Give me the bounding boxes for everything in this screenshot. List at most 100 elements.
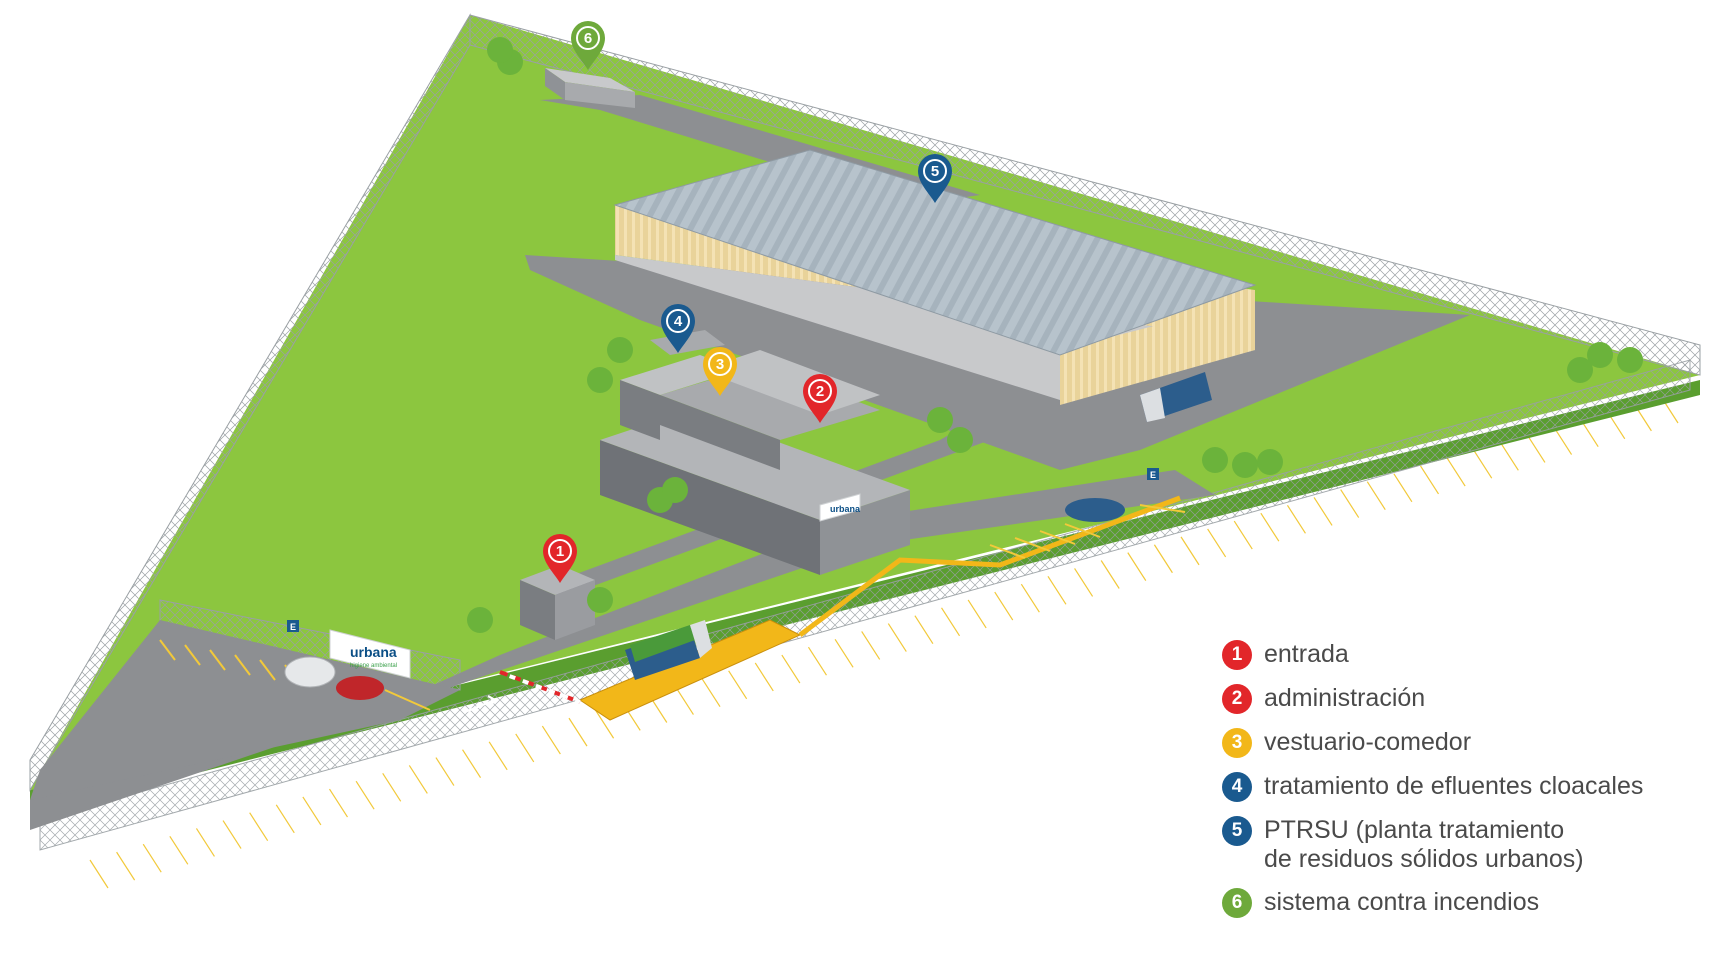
legend-number-badge: 1 — [1222, 640, 1252, 670]
hatch-line — [941, 607, 961, 637]
marker-pin-shape — [543, 534, 577, 583]
hatch-line — [142, 843, 162, 873]
hatch-line — [1340, 489, 1360, 518]
tree — [1257, 449, 1283, 475]
tree — [1617, 347, 1643, 373]
truck-weighbridge — [625, 620, 712, 680]
hatch-line — [1074, 568, 1094, 597]
tree — [607, 337, 633, 363]
yellow-guide-line — [798, 495, 1181, 637]
car-red — [336, 676, 384, 700]
fence-west — [29, 13, 471, 792]
hatch-line — [408, 765, 428, 794]
urbana-sign-small: urbana — [819, 493, 861, 522]
legend-label-line2: de residuos sólidos urbanos) — [1264, 845, 1584, 873]
hatch-line — [914, 615, 934, 645]
hatch-line — [1446, 457, 1466, 487]
hatch-line — [328, 788, 348, 818]
hatch-line — [1127, 552, 1147, 581]
tree — [947, 427, 973, 453]
parking-stripes-east — [989, 504, 1186, 559]
hatch-line — [1020, 583, 1040, 613]
map-marker-6: 6 — [571, 21, 605, 70]
van-white — [284, 656, 336, 688]
legend-item-6: 6 sistema contra incendios — [1222, 888, 1702, 918]
marker-pin-ring — [808, 379, 832, 403]
water-tank — [545, 68, 635, 108]
hatch-line — [967, 599, 987, 629]
map-marker-2: 2 — [803, 374, 837, 423]
perimeter-hatch — [89, 394, 1679, 889]
hatch-line — [382, 772, 402, 802]
road-arrows — [59, 695, 537, 870]
hatch-line — [195, 828, 215, 857]
hatch-line — [1313, 497, 1333, 526]
hatch-line — [249, 812, 269, 842]
legend-label: sistema contra incendios — [1264, 888, 1539, 917]
legend-number-badge: 5 — [1222, 816, 1252, 846]
svg-text:E: E — [290, 622, 296, 632]
tree — [1567, 357, 1593, 383]
legend-number-badge: 6 — [1222, 888, 1252, 918]
map-marker-3: 3 — [703, 347, 737, 396]
marker-pin-shape — [918, 154, 952, 203]
tree — [1202, 447, 1228, 473]
tree — [1232, 452, 1258, 478]
effluent-tank — [650, 330, 725, 355]
marker-number: 1 — [556, 543, 564, 560]
hatch-line — [1366, 481, 1386, 511]
parking-sign-east: E — [1147, 468, 1159, 480]
legend-label-line1: PTRSU (planta tratamiento — [1264, 816, 1565, 844]
legend-label-line1: administración — [1264, 684, 1426, 712]
warehouse-roof — [613, 149, 1257, 356]
hatch-line — [355, 780, 375, 810]
svg-text:E: E — [1150, 470, 1156, 480]
marker-pin-shape — [803, 374, 837, 423]
legend-item-1: 1 entrada — [1222, 640, 1702, 670]
marker-number: 5 — [931, 163, 939, 180]
legend-label: administración — [1264, 684, 1425, 713]
hatch-line — [515, 733, 535, 763]
marker-pin-ring — [576, 26, 600, 50]
hatch-line — [222, 820, 242, 849]
tree — [587, 587, 613, 613]
tree — [467, 607, 493, 633]
marker-pin-shape — [703, 347, 737, 396]
hatch-line — [568, 717, 588, 747]
map-marker-4: 4 — [661, 304, 695, 353]
tree — [487, 37, 513, 63]
map-marker-5: 5 — [918, 154, 952, 203]
legend-label: vestuario-comedor — [1264, 728, 1471, 757]
hatch-line — [781, 654, 801, 684]
marker-number: 4 — [674, 313, 683, 330]
hatch-line — [861, 631, 881, 660]
tree — [1587, 342, 1613, 368]
hatch-line — [1553, 426, 1573, 455]
hatch-line — [488, 741, 508, 771]
hatch-line — [302, 796, 322, 826]
hatch-line — [1499, 441, 1519, 471]
hatch-line — [701, 678, 721, 708]
marker-pin-shape — [661, 304, 695, 353]
legend-label-line1: entrada — [1264, 640, 1349, 668]
hatch-line — [834, 638, 854, 668]
parking-lot-west — [30, 620, 460, 800]
urbana-sign-small-text: urbana — [830, 504, 861, 514]
legend-number-badge: 4 — [1222, 772, 1252, 802]
legend-label-line1: sistema contra incendios — [1264, 888, 1540, 916]
marker-pin-shape — [571, 21, 605, 70]
map-marker-1: 1 — [543, 534, 577, 583]
marker-pin-ring — [923, 159, 947, 183]
hatch-line — [807, 646, 827, 676]
legend-label: entrada — [1264, 640, 1349, 669]
marker-pin-ring — [548, 539, 572, 563]
hatch-line — [754, 662, 774, 692]
hatch-line — [169, 836, 189, 865]
parking-sign-west: E — [287, 620, 299, 632]
truck-warehouse — [1140, 372, 1212, 422]
hatch-line — [1260, 512, 1280, 542]
